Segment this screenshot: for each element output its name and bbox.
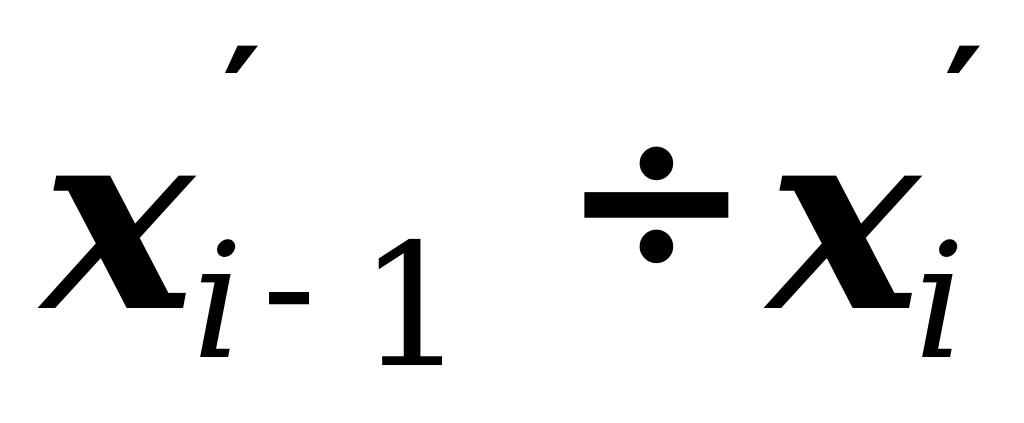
division-operator: ÷	[560, 62, 753, 332]
left-term-subscript-one: 1	[358, 208, 467, 406]
left-term-subscript-index: i	[192, 208, 244, 395]
left-term-prime: ′	[222, 15, 262, 191]
right-term-variable: x	[768, 70, 921, 369]
left-term-subscript-minus: -	[262, 192, 317, 379]
left-term-variable: x	[42, 70, 195, 369]
right-term-subscript-index: i	[914, 208, 966, 395]
right-term-prime: ′	[944, 15, 984, 191]
